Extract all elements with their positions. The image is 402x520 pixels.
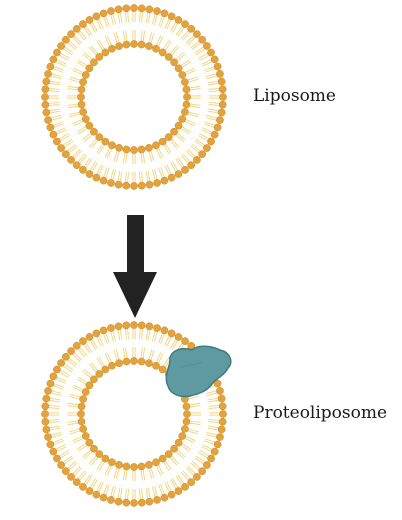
liposome-label: Liposome xyxy=(253,86,336,106)
down-arrow-icon xyxy=(113,215,157,318)
lipid-heads xyxy=(41,4,227,190)
proteoliposome-label: Proteoliposome xyxy=(253,403,388,423)
liposome-bilayer xyxy=(41,4,227,190)
membrane-protein-icon xyxy=(165,345,232,398)
